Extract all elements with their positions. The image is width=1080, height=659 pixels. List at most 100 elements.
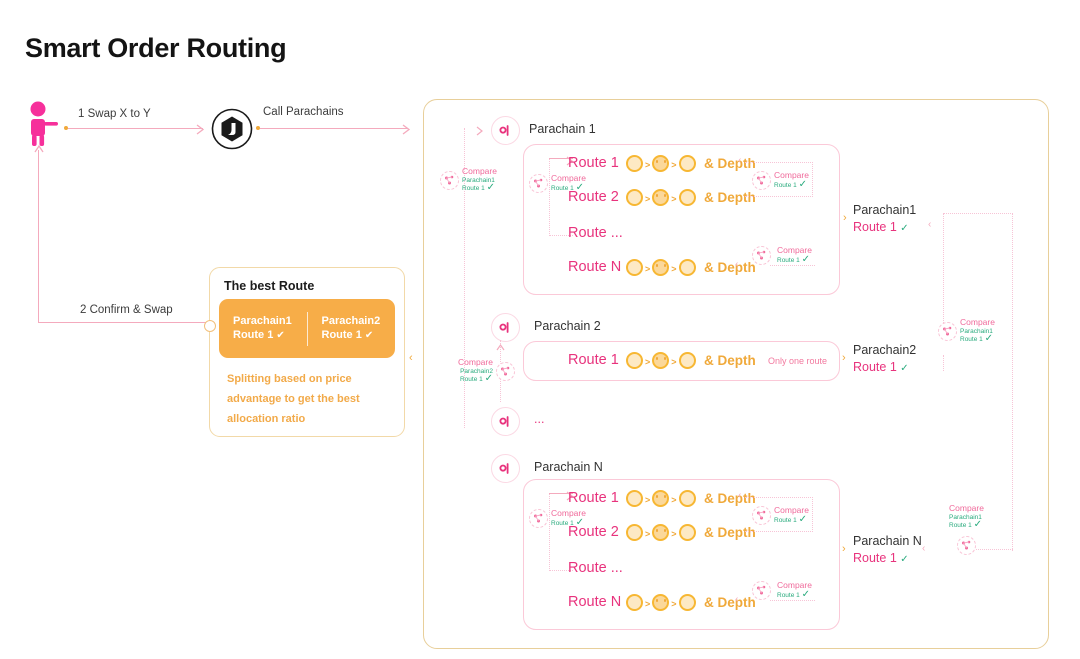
best-route-left-chain: Parachain1 — [233, 315, 292, 327]
pc1-cmp-n-line — [770, 265, 815, 266]
pcn-inner-loop-bottom — [549, 570, 573, 571]
check-circle-icon: ✓ — [798, 178, 807, 190]
routing-container — [423, 99, 1049, 649]
flow-arrow-2 — [402, 122, 412, 140]
compare-icon — [938, 321, 957, 341]
pcn-cmp-top-line — [745, 497, 813, 498]
chevron-left-icon: ‹ — [922, 543, 926, 554]
route-tokens: >> & Depth — [626, 155, 756, 173]
compare-text: Compare Route 1 ✓ — [551, 173, 586, 193]
token-b-icon — [652, 594, 670, 612]
token-b-icon — [652, 189, 670, 207]
merge-bottom-line — [966, 549, 1013, 550]
chevron-left-icon: ‹ — [738, 490, 742, 501]
best-route-title: The best Route — [224, 279, 315, 293]
check-circle-icon: ✓ — [798, 513, 807, 525]
pc1-inner-loop-bottom — [549, 235, 573, 236]
token-a-icon — [626, 352, 643, 370]
route-name: Route ... — [568, 560, 623, 576]
check-circle-icon: ✓ — [575, 181, 584, 193]
compare-icon — [752, 581, 771, 600]
compare-icon — [495, 361, 515, 381]
compare-icon — [956, 536, 976, 556]
token-b-icon — [652, 259, 670, 277]
pcn-cmp-top-v — [812, 497, 813, 532]
best-route-left: Parachain1 Route 1 ✔ — [219, 314, 307, 343]
check-circle-icon: ✓ — [900, 363, 909, 374]
parachain-ellipsis-title: ... — [534, 412, 545, 426]
compare-icon — [752, 171, 771, 190]
best-route-note: Splitting based on price advantage to ge… — [227, 373, 360, 425]
token-c-icon — [678, 259, 696, 277]
token-a-icon — [626, 189, 643, 207]
token-a-icon — [626, 155, 643, 173]
result-route: Route 1 ✓ — [853, 360, 909, 374]
check-circle-icon: ✓ — [801, 253, 810, 265]
token-b-icon — [652, 352, 670, 370]
check-circle-icon: ✓ — [973, 519, 982, 531]
best-route-card[interactable]: The best Route Parachain1 Route 1 ✔ Para… — [204, 267, 405, 437]
check-circle-icon: ✔ — [364, 330, 374, 341]
route-name: Route 1 — [568, 155, 619, 171]
band-divider — [306, 311, 308, 346]
pc1-inner-loop-top — [549, 158, 573, 160]
pc1-cmp-bot-line — [745, 196, 813, 197]
compare-icon — [440, 170, 459, 190]
flow-line-return-horizontal — [38, 322, 210, 324]
flow-dot-1 — [64, 126, 68, 130]
compare-parachain-n-inner: Compare Route 1 ✓ — [529, 509, 586, 528]
check-circle-icon: ✓ — [984, 333, 993, 345]
parachain-2-title: Parachain 2 — [534, 319, 601, 333]
check-circle-icon: ✓ — [900, 554, 909, 565]
chevron-left-icon: ‹ — [738, 155, 742, 166]
compare-parachain-1-inner: Compare Route 1 ✓ — [529, 174, 586, 193]
parachain-icon — [491, 116, 520, 145]
route-name: Route 2 — [568, 189, 619, 205]
pcn-inner-arrow — [566, 488, 575, 506]
best-route-left-route: Route 1 ✔ — [233, 329, 285, 341]
token-c-icon — [678, 189, 696, 207]
route-tokens: >> & Depth — [626, 259, 756, 277]
token-a-icon — [626, 259, 643, 277]
merge-top-line — [943, 213, 1013, 214]
person-icon — [22, 100, 62, 148]
merge-spine-right — [1012, 213, 1013, 551]
best-route-right-route: Route 1 ✔ — [321, 329, 374, 341]
token-a-icon — [626, 490, 643, 508]
compare-text: Compare Route 1 ✓ — [777, 580, 812, 600]
step2-label: 2 Confirm & Swap — [80, 304, 173, 316]
app-logo-icon — [211, 108, 253, 150]
result-route: Route 1 ✓ — [853, 220, 909, 234]
token-c-icon — [678, 155, 696, 173]
pc1-cmp-top-line — [745, 162, 813, 163]
token-c-icon — [678, 524, 696, 542]
token-c-icon — [678, 594, 696, 612]
flow-line-user-logo — [68, 127, 203, 129]
chevron-right-icon: › — [843, 212, 847, 224]
route-name: Route 1 — [568, 490, 619, 506]
parachain-icon — [491, 313, 520, 342]
call-parachains-label: Call Parachains — [263, 106, 344, 118]
route-name: Route N — [568, 594, 622, 610]
best-route-right: Parachain2 Route 1 ✔ — [308, 314, 396, 343]
chevron-right-icon: › — [842, 543, 846, 555]
compare-text: Compare Route 1 ✓ — [774, 505, 809, 525]
only-one-route-note: Only one route — [768, 356, 828, 366]
parachain-1-arrow — [476, 123, 485, 141]
check-circle-icon: ✓ — [900, 223, 909, 234]
route-tokens: >> & Depth — [626, 189, 756, 207]
compare-text: Compare Parachain1 Route 1 ✓ — [949, 503, 984, 531]
pc2-arrow-up — [496, 339, 505, 357]
compare-text: Compare Route 1 ✓ — [774, 170, 809, 190]
parachain-icon — [491, 454, 520, 483]
compare-icon — [752, 246, 771, 265]
compare-text: Compare Parachain1 Route 1 ✓ — [960, 317, 995, 345]
token-a-icon — [626, 594, 643, 612]
step1-label: 1 Swap X to Y — [78, 108, 151, 120]
compare-parachain-n-right-top: Compare Route 1 ✓ — [752, 506, 809, 525]
token-b-icon — [652, 524, 670, 542]
route-tokens: >> & Depth — [626, 490, 756, 508]
pc1-inner-loop-v — [549, 158, 550, 236]
merge-mid-v — [943, 213, 944, 325]
result-chain: Parachain2 — [853, 343, 917, 357]
